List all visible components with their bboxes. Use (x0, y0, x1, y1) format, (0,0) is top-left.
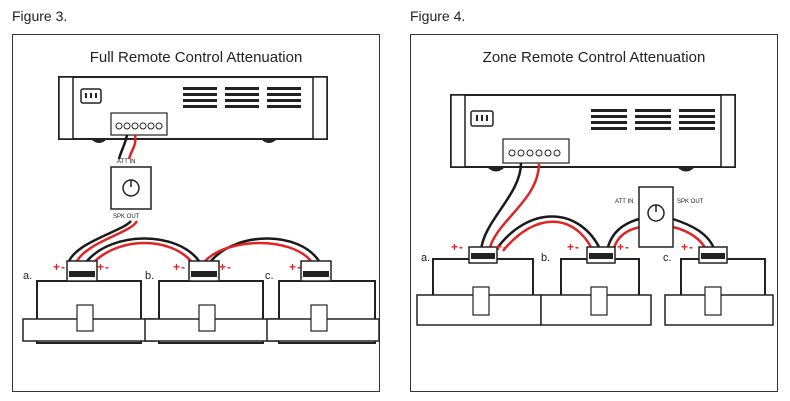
speaker-a-label: a. (421, 252, 430, 264)
amplifier (58, 76, 328, 143)
figure-3-panel: Full Remote Control Attenuation (12, 34, 380, 392)
volume-knob-icon (647, 204, 665, 222)
polarity-minus: - (297, 260, 301, 274)
speaker-b (540, 246, 652, 326)
polarity-plus: + (617, 240, 624, 254)
terminal-block (502, 138, 570, 164)
figure-3-title: Full Remote Control Attenuation (89, 49, 303, 66)
polarity-plus: + (495, 240, 502, 254)
vent-grille (183, 87, 301, 108)
figure-3-diagram: ATT IN SPK OUT (22, 76, 380, 344)
attenuator-control (110, 166, 152, 210)
speaker-c (266, 260, 380, 344)
speaker-c-label: c. (265, 270, 274, 282)
attenuator-control (638, 186, 674, 248)
terminal-block (110, 112, 168, 136)
vent-grille (591, 109, 715, 130)
speaker-a (22, 260, 156, 344)
spk-out-label: SPK OUT (677, 199, 704, 205)
polarity-minus: - (227, 260, 231, 274)
speaker-b (144, 260, 278, 344)
power-inlet-icon (470, 110, 494, 127)
polarity-plus: + (173, 260, 180, 274)
polarity-minus: - (459, 240, 463, 254)
speaker-b-label: b. (541, 252, 550, 264)
polarity-plus: + (451, 240, 458, 254)
polarity-minus: - (503, 240, 507, 254)
polarity-minus: - (625, 240, 629, 254)
amplifier (450, 94, 736, 172)
polarity-plus: + (567, 240, 574, 254)
polarity-plus: + (289, 260, 296, 274)
polarity-minus: - (105, 260, 109, 274)
figure-4-diagram: ATT IN SPK OUT a. b. c. + - + (416, 94, 774, 326)
speaker-c (664, 246, 774, 326)
figure-4-label: Figure 4. (410, 8, 466, 24)
att-in-label: ATT IN (117, 159, 135, 165)
spk-out-label: SPK OUT (113, 214, 140, 220)
figure-3-label: Figure 3. (12, 8, 68, 24)
volume-knob-icon (122, 179, 140, 197)
polarity-plus: + (97, 260, 104, 274)
polarity-plus: + (53, 260, 60, 274)
polarity-minus: - (181, 260, 185, 274)
figure-4-title: Zone Remote Control Attenuation (482, 49, 706, 66)
speaker-a-label: a. (23, 270, 32, 282)
polarity-minus: - (575, 240, 579, 254)
polarity-plus: + (681, 240, 688, 254)
speaker-c-label: c. (663, 252, 672, 264)
speaker-b-label: b. (145, 270, 154, 282)
polarity-plus: + (219, 260, 226, 274)
polarity-minus: - (689, 240, 693, 254)
speaker-a (416, 246, 542, 326)
power-inlet-icon (80, 88, 102, 104)
att-in-label: ATT IN (615, 199, 633, 205)
figure-4-panel: Zone Remote Control Attenuation (410, 34, 778, 392)
polarity-minus: - (61, 260, 65, 274)
